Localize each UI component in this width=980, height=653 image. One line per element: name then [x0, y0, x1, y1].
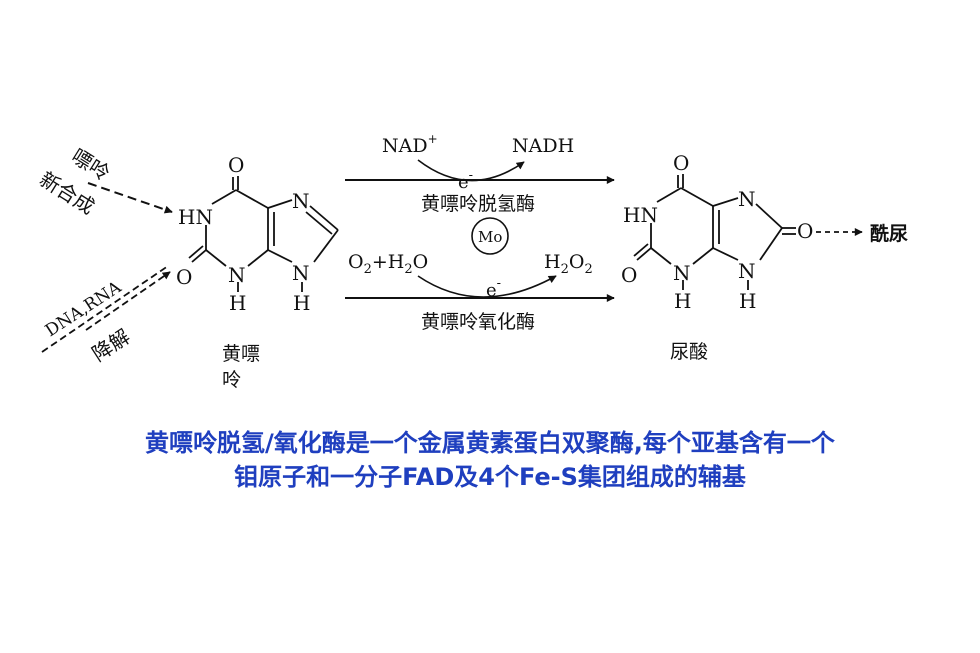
xanthine-name-line2: 呤 — [222, 369, 241, 391]
uric-acid-structure — [633, 174, 796, 290]
xanthine-atom-hn: HN — [178, 205, 213, 229]
purine-de-novo-label: 嘌呤 新合成 — [35, 144, 114, 219]
uric-atom-h-imid: H — [739, 289, 756, 313]
degradation-label: 降解 — [88, 324, 135, 366]
urea-product-label: 酰尿 — [870, 222, 908, 245]
molybdenum-circle — [471, 217, 509, 255]
degradation-arrow-tail — [85, 271, 171, 331]
molybdenum-label: Mo — [478, 228, 502, 246]
uric-atom-hn: HN — [623, 203, 658, 227]
xanthine-atom-n-bottom: N — [228, 263, 246, 287]
xanthine-atom-o-top: O — [228, 153, 244, 177]
xanthine-atom-n-imid: N — [292, 261, 310, 285]
uric-atom-n-bottom: N — [673, 261, 691, 285]
xanthine-atom-o-left: O — [176, 265, 192, 289]
oxidase-label: 黄嘌呤氧化酶 — [421, 311, 535, 333]
caption-line-1: 黄嘌呤脱氢/氧化酶是一个金属黄素蛋白双聚酶,每个亚基含有一个 — [145, 429, 835, 457]
purine-label: 嘌呤 — [67, 144, 114, 186]
uric-acid-name: 尿酸 — [670, 341, 708, 363]
uric-atom-h-bottom: H — [674, 289, 691, 313]
xanthine-structure — [188, 176, 339, 292]
xanthine-name-line1: 黄嘌 — [222, 343, 260, 365]
nadh-label: NADH — [512, 135, 574, 157]
nad-label: NAD+ — [382, 132, 438, 157]
uric-atom-o-left: O — [621, 263, 637, 287]
o2-water-reactants: O2+H2O — [348, 251, 428, 277]
xanthine-atom-h-bottom: H — [229, 291, 246, 315]
top-electron-label: e- — [458, 168, 473, 193]
xanthine-atom-h-imid: H — [293, 291, 310, 315]
h2o2-product: H2O2 — [544, 251, 593, 277]
xanthine-atom-n-ring: N — [292, 189, 310, 213]
degradation-dashed-arrow — [41, 265, 169, 353]
uric-acid-atoms: O HN N O N N O H H — [621, 151, 813, 313]
xanthine-atoms: O HN N O N N H H — [176, 153, 310, 315]
uric-atom-o-top: O — [673, 151, 689, 175]
o2-to-h2o2-curved-arrow — [417, 275, 557, 298]
caption-line-2: 钼原子和一分子FAD及4个Fe-S集团组成的辅基 — [234, 463, 746, 491]
uric-atom-n-imid: N — [738, 259, 756, 283]
dehydrogenase-label: 黄嘌呤脱氢酶 — [421, 193, 535, 215]
uric-atom-n-ring: N — [738, 187, 756, 211]
uric-atom-o-right: O — [797, 219, 813, 243]
de-novo-dashed-arrow — [87, 182, 173, 214]
bottom-electron-label: e- — [486, 276, 501, 301]
